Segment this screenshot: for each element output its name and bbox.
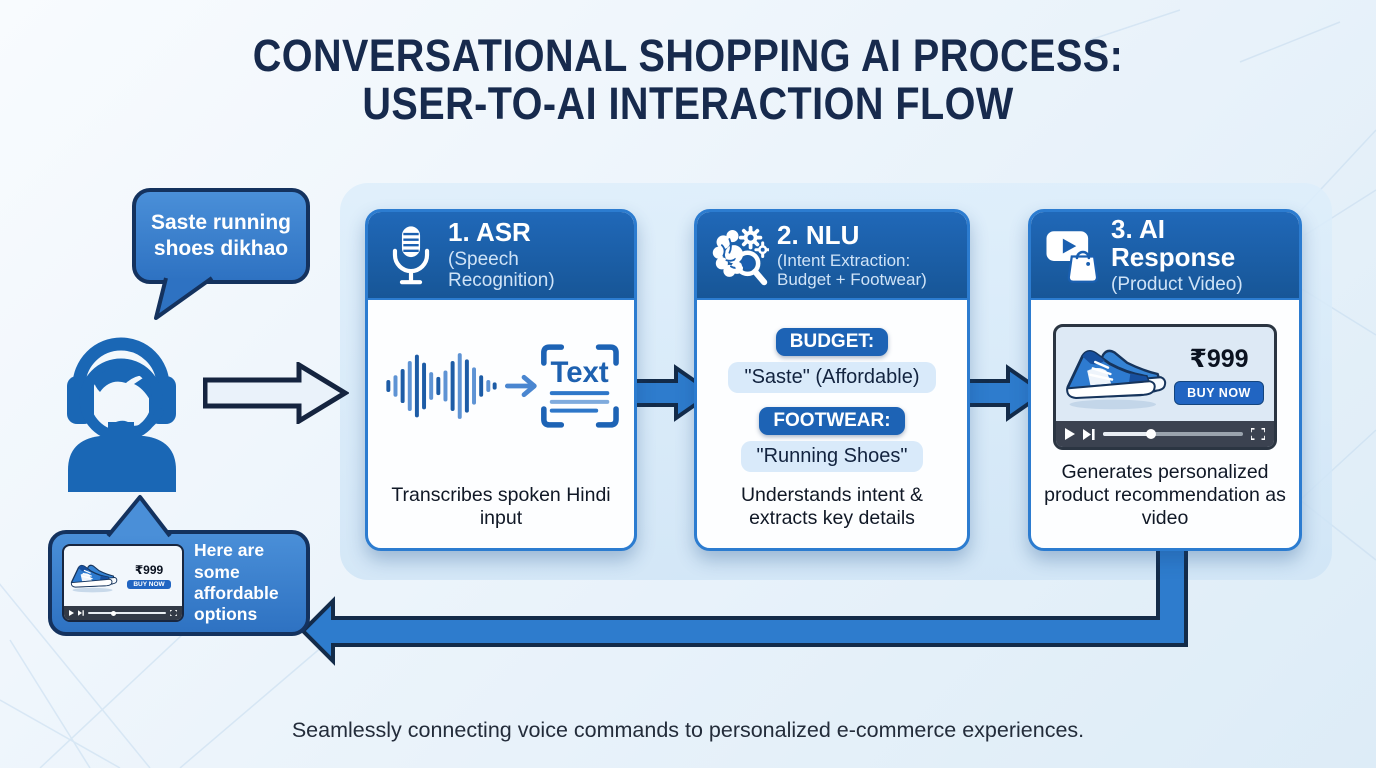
microphone-icon [382, 224, 440, 286]
page-title: CONVERSATIONAL SHOPPING AI PROCESS: USER… [83, 30, 1294, 130]
mini-video-controls-bar [64, 606, 182, 620]
mini-video-frame: ₹999 BUY NOW [64, 546, 182, 606]
user-headset-icon [67, 337, 176, 492]
ai-response-card-body: ₹999 BUY NOW [1031, 300, 1299, 548]
mini-video-thumbnail: ₹999 BUY NOW [62, 544, 184, 622]
nlu-subtitle: (Intent Extraction: Budget + Footwear) [777, 251, 927, 290]
speech-bubble-tail [154, 276, 214, 320]
user-speech-bubble: Saste running shoes dikhao [132, 188, 310, 284]
footer-tagline: Seamlessly connecting voice commands to … [291, 718, 1085, 742]
skip-next-icon [1083, 428, 1095, 440]
step-card-ai-response: 3. AI Response (Product Video) ₹999 BUY … [1028, 209, 1302, 551]
asr-title: 1. ASR [448, 217, 531, 248]
step-card-nlu: 2. NLU (Intent Extraction: Budget + Foot… [694, 209, 970, 551]
ai-response-card-header: 3. AI Response (Product Video) [1031, 212, 1299, 300]
nlu-caption: Understands intent & extracts key detail… [740, 484, 924, 529]
budget-value: "Saste" (Affordable) [728, 362, 936, 393]
ai-response-caption: Generates personalized product recommend… [1044, 461, 1286, 529]
asr-card-body: Text Transcribes spoken Hindi input [368, 300, 634, 548]
mini-product-offer: ₹999 BUY NOW [120, 563, 178, 589]
video-progress-knob [1145, 429, 1156, 439]
user-to-asr-arrow [203, 362, 349, 424]
product-price: ₹999 [1189, 344, 1249, 373]
text-frame-brackets [541, 344, 619, 428]
ai-response-bubble: ₹999 BUY NOW Here are some affordab [48, 530, 310, 636]
asr-subtitle: (Speech Recognition) [448, 249, 555, 292]
asr-caption: Transcribes spoken Hindi input [391, 484, 611, 529]
play-icon [1065, 428, 1075, 440]
nlu-title: 2. NLU [777, 219, 860, 250]
step-card-asr: 1. ASR (Speech Recognition) [365, 209, 637, 551]
return-flow-arrow [300, 543, 1188, 666]
asr-header-text: 1. ASR (Speech Recognition) [448, 218, 624, 291]
brain-gears-magnifier-icon [711, 224, 769, 286]
nlu-card-header: 2. NLU (Intent Extraction: Budget + Foot… [697, 212, 967, 300]
nlu-card-body: BUDGET: "Saste" (Affordable) FOOTWEAR: "… [697, 300, 967, 548]
product-video-player: ₹999 BUY NOW [1053, 324, 1277, 450]
video-controls-bar [1056, 421, 1274, 447]
footwear-value: "Running Shoes" [740, 441, 924, 472]
ai-response-title: 3. AI Response [1111, 213, 1236, 273]
small-arrow-icon [504, 374, 537, 398]
nlu-header-text: 2. NLU (Intent Extraction: Budget + Foot… [777, 221, 957, 290]
asr-card-header: 1. ASR (Speech Recognition) [368, 212, 634, 300]
product-video-frame: ₹999 BUY NOW [1056, 327, 1274, 421]
mini-sneakers-illustration [68, 558, 120, 594]
page-title-line2: USER-TO-AI INTERACTION FLOW [362, 78, 1014, 130]
footwear-chip: FOOTWEAR: [759, 407, 905, 435]
footwear-entity: FOOTWEAR: "Running Shoes" [740, 407, 924, 472]
page-title-line1: CONVERSATIONAL SHOPPING AI PROCESS: [252, 30, 1124, 81]
buy-now-button: BUY NOW [1174, 380, 1264, 405]
mini-skip-next-icon [78, 610, 84, 616]
sneakers-illustration [1060, 336, 1172, 412]
ai-response-subtitle: (Product Video) [1111, 273, 1243, 295]
budget-entity: BUDGET: "Saste" (Affordable) [728, 328, 936, 393]
mini-progress-bar [88, 610, 166, 616]
video-progress-bar [1103, 429, 1243, 439]
response-bubble-tail [106, 495, 172, 538]
ai-response-header-text: 3. AI Response (Product Video) [1111, 213, 1289, 295]
fullscreen-icon [1251, 428, 1265, 440]
product-offer: ₹999 BUY NOW [1172, 344, 1266, 405]
text-label: Text [550, 356, 608, 389]
waveform-to-text-graphic: Text [386, 344, 619, 428]
user-speech-bubble-text: Saste running shoes dikhao [150, 210, 292, 260]
ai-response-bubble-text: Here are some affordable options [194, 540, 279, 625]
mini-play-icon [69, 610, 74, 616]
mini-buy-now-button: BUY NOW [127, 580, 171, 589]
video-player-shopping-bag-icon [1045, 225, 1103, 285]
budget-chip: BUDGET: [775, 328, 889, 356]
mini-product-price: ₹999 [134, 563, 164, 577]
mini-fullscreen-icon [170, 610, 177, 616]
video-progress-played [1103, 432, 1151, 436]
mini-progress-knob [111, 610, 117, 616]
